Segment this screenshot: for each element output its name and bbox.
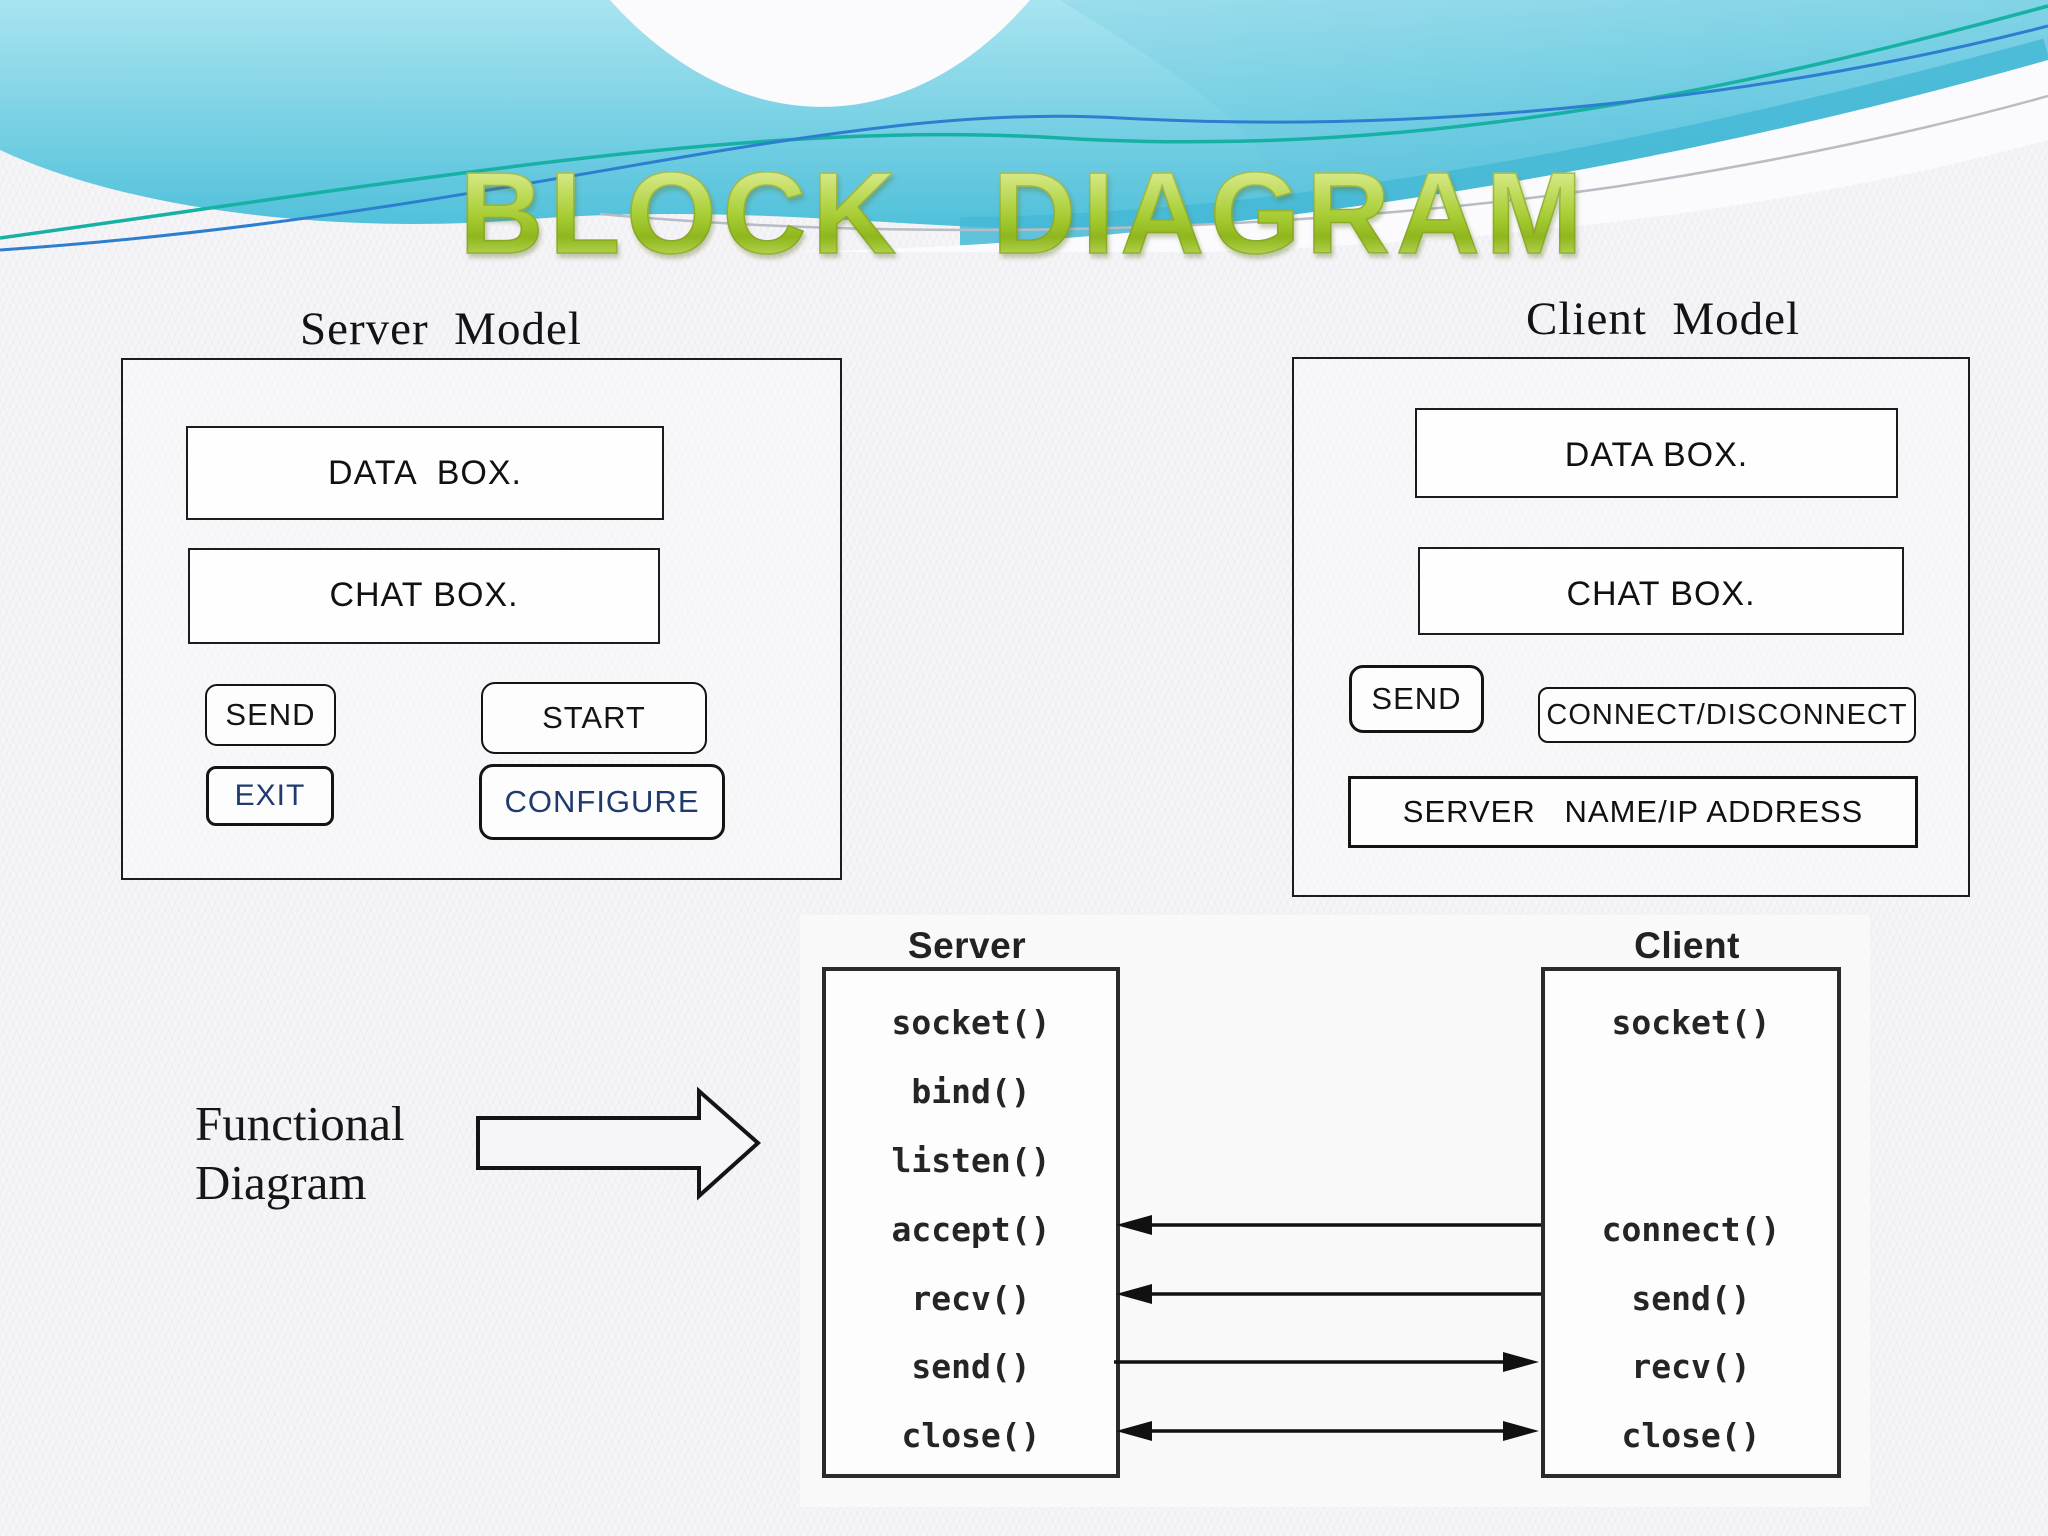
functional-server-box: socket() bind() listen() accept() recv()… <box>822 967 1120 1478</box>
server-call-bind: bind() <box>911 1071 1031 1111</box>
client-call-connect: connect() <box>1601 1209 1781 1249</box>
server-chat-box-label: CHAT BOX. <box>329 576 519 614</box>
client-server-name-ip-field[interactable]: SERVER NAME/IP ADDRESS <box>1348 776 1918 848</box>
server-call-close: close() <box>901 1415 1041 1455</box>
server-send-button[interactable]: SEND <box>205 684 336 746</box>
client-call-send: send() <box>1631 1278 1751 1318</box>
client-chat-box-label: CHAT BOX. <box>1566 575 1756 613</box>
server-exit-button[interactable]: EXIT <box>206 766 334 826</box>
server-call-listen: listen() <box>891 1140 1051 1180</box>
server-data-box-label: DATA BOX. <box>328 454 522 492</box>
functional-server-heading: Server <box>907 925 1027 966</box>
client-call-socket: socket() <box>1611 1002 1771 1042</box>
client-data-box-label: DATA BOX. <box>1564 436 1749 474</box>
functional-caption-line1: Functional <box>195 1096 405 1151</box>
server-model-heading: Server Model <box>300 303 582 355</box>
server-chat-box: CHAT BOX. <box>188 548 660 644</box>
client-chat-box: CHAT BOX. <box>1418 547 1904 635</box>
server-call-socket: socket() <box>891 1002 1051 1042</box>
functional-client-heading: Client <box>1634 925 1740 966</box>
server-call-accept: accept() <box>891 1209 1051 1249</box>
client-connect-disconnect-button[interactable]: CONNECT/DISCONNECT <box>1538 687 1916 743</box>
client-call-recv: recv() <box>1631 1346 1751 1386</box>
functional-client-box: socket() connect() send() recv() close() <box>1541 967 1841 1478</box>
server-call-send: send() <box>911 1346 1031 1386</box>
header-white-wedge <box>610 0 1030 107</box>
client-send-button[interactable]: SEND <box>1349 665 1484 733</box>
server-call-recv: recv() <box>911 1278 1031 1318</box>
server-start-button[interactable]: START <box>481 682 707 754</box>
functional-caption-line2: Diagram <box>195 1155 367 1210</box>
server-configure-button[interactable]: CONFIGURE <box>479 764 725 840</box>
block-arrow-right-icon <box>476 1086 762 1201</box>
page-title: BLOCK DIAGRAM <box>0 146 2048 280</box>
client-data-box: DATA BOX. <box>1415 408 1898 498</box>
client-model-heading: Client Model <box>1526 293 1801 345</box>
server-data-box: DATA BOX. <box>186 426 664 520</box>
functional-diagram-caption: Functional Diagram <box>195 1094 405 1212</box>
client-call-close: close() <box>1621 1415 1761 1455</box>
